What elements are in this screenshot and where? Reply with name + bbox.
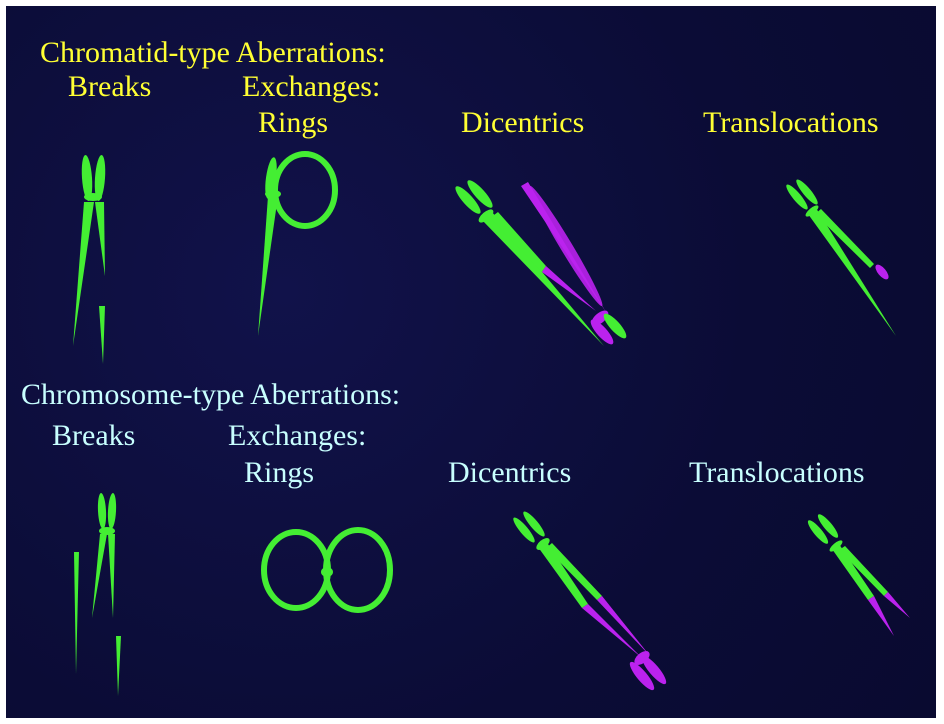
chromatid-translocation-figure [784, 177, 896, 336]
chromosome-break-figure [74, 493, 121, 696]
chromosome-dicentric-figure [511, 509, 670, 693]
chromatid-break-figure [73, 155, 107, 364]
chromosome-translocation-figure [805, 512, 910, 636]
chromosome-drawings: .g { fill: #44ee33; } .m { fill: #bb22ee… [6, 6, 936, 718]
slide: Chromatid-type Aberrations: Breaks Excha… [6, 6, 936, 718]
chromatid-dicentric-figure [452, 177, 629, 347]
chromosome-ring-figure [264, 530, 390, 610]
chromatid-ring-figure [258, 154, 335, 336]
